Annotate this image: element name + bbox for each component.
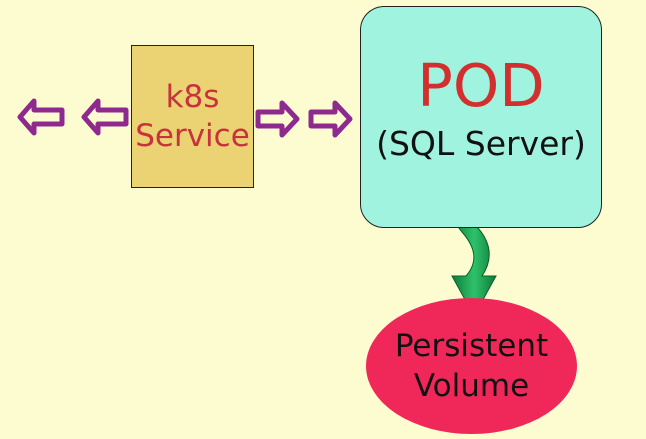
service-label-line1: k8s [165,78,220,115]
pod-box: POD (SQL Server) [360,6,602,228]
service-label-line2: Service [135,117,250,154]
volume-label-line1: Persistent [394,328,549,364]
persistent-volume-ellipse: Persistent Volume [366,298,577,434]
left-arrow-outline-icon [81,98,129,136]
pod-subtitle: (SQL Server) [376,124,586,163]
right-arrow-outline-icon [308,100,353,138]
k8s-service-box: k8s Service [131,45,254,188]
volume-label-line2: Volume [413,368,530,404]
left-arrow-outline-icon [17,98,65,136]
right-arrow-outline-icon [255,100,300,138]
pod-title: POD [417,51,545,120]
